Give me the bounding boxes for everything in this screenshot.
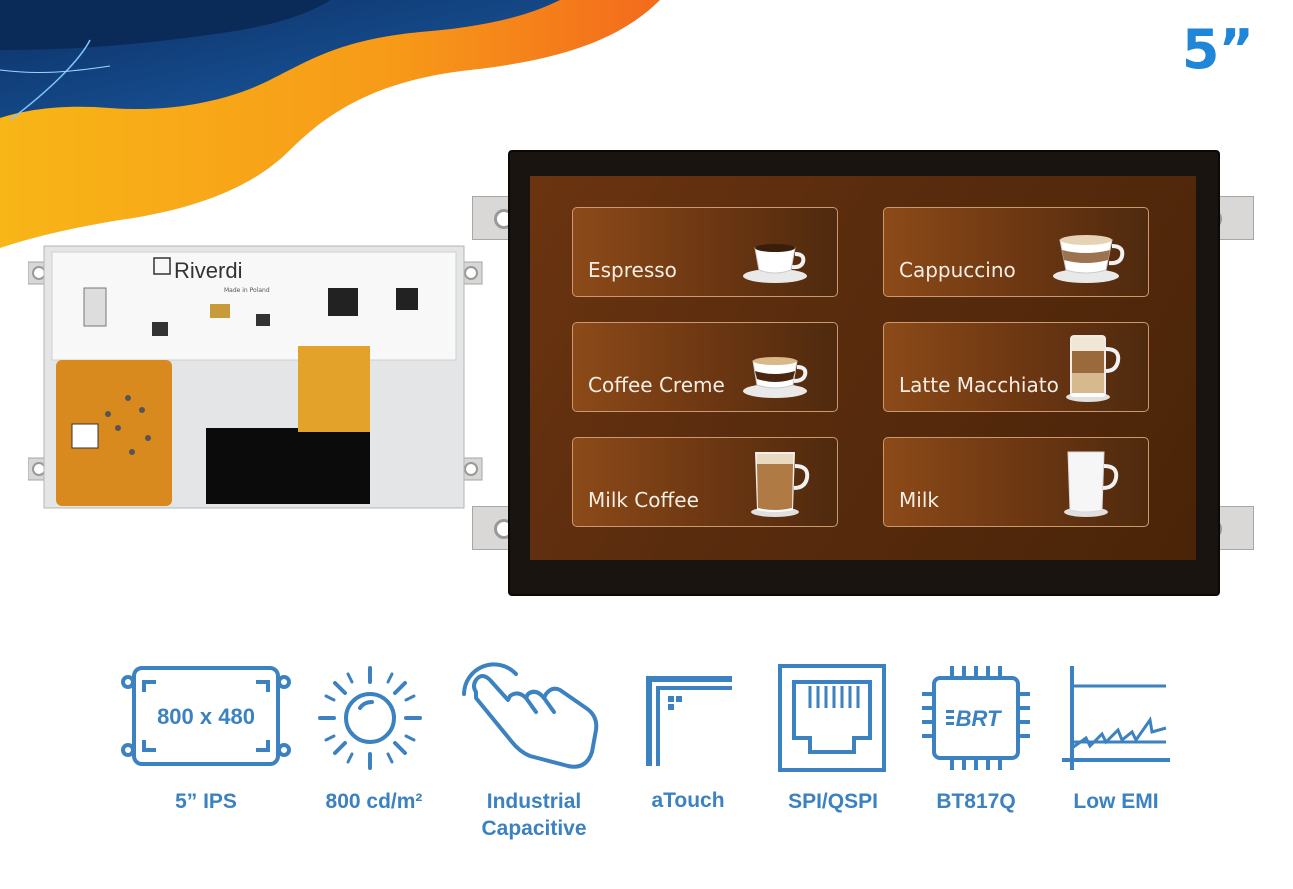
display-size-label: 5”	[1181, 18, 1254, 81]
spec-atouch: aTouch	[628, 660, 748, 812]
made-in-poland-text: Made in Poland	[224, 287, 270, 294]
riverdi-logo-text: Riverdi	[174, 258, 242, 283]
sun-brightness-icon	[318, 666, 422, 770]
espresso-cup-icon	[743, 244, 807, 283]
coffee-creme-cup-icon	[743, 357, 808, 398]
menu-tile-milk[interactable]: Milk	[883, 437, 1149, 527]
menu-tile-milk-coffee[interactable]: Milk Coffee	[572, 437, 838, 527]
menu-tile-label: Latte Macchiato	[899, 373, 1059, 397]
chip-icon: BRT	[922, 666, 1030, 770]
cappuccino-cup-icon	[1053, 235, 1125, 283]
milk-glass-icon	[1064, 451, 1119, 517]
display-front: Espresso Cappuccino Coffee Creme	[472, 150, 1254, 596]
spec-label: 800 cd/m²	[325, 790, 423, 813]
spec-emi: Low EMI	[1058, 660, 1174, 813]
menu-tile-coffee-creme[interactable]: Coffee Creme	[572, 322, 838, 412]
coffee-menu-screen: Espresso Cappuccino Coffee Creme	[530, 176, 1196, 560]
menu-tile-cappuccino[interactable]: Cappuccino	[883, 207, 1149, 297]
milk-coffee-glass-icon	[751, 452, 810, 517]
spec-label: Low EMI	[1073, 790, 1159, 813]
resolution-frame-icon: 800 x 480	[121, 666, 291, 766]
corner-frame-icon	[646, 676, 732, 766]
spec-label: Industrial Capacitive	[481, 790, 587, 840]
spec-touch: Industrial Capacitive	[456, 660, 612, 840]
menu-tile-label: Milk	[899, 488, 939, 512]
menu-tile-label: Coffee Creme	[588, 373, 725, 397]
spec-label: aTouch	[651, 789, 725, 812]
menu-tile-espresso[interactable]: Espresso	[572, 207, 838, 297]
spec-controller: BRT BT817Q	[916, 660, 1036, 813]
display-back-board-image: Riverdi Made in Poland	[28, 245, 483, 509]
menu-tile-label: Milk Coffee	[588, 488, 699, 512]
spec-label: 5” IPS	[175, 790, 237, 813]
menu-tile-latte-macchiato[interactable]: Latte Macchiato	[883, 322, 1149, 412]
spec-label: BT817Q	[936, 790, 1016, 813]
menu-tile-label: Espresso	[588, 258, 677, 282]
latte-glass-icon	[1066, 335, 1121, 402]
resolution-text: 800 x 480	[157, 704, 255, 729]
ethernet-port-icon	[778, 664, 886, 772]
spec-interface: SPI/QSPI	[772, 660, 894, 813]
spec-resolution: 800 x 480 5” IPS	[120, 660, 292, 813]
spec-brightness: 800 cd/m²	[308, 660, 440, 813]
menu-tile-label: Cappuccino	[899, 258, 1016, 282]
chip-brand-text: BRT	[956, 706, 1002, 731]
touch-hand-icon	[462, 662, 599, 769]
emi-graph-icon	[1062, 666, 1170, 770]
decorative-wave-graphic	[0, 0, 660, 248]
spec-label: SPI/QSPI	[788, 790, 878, 813]
